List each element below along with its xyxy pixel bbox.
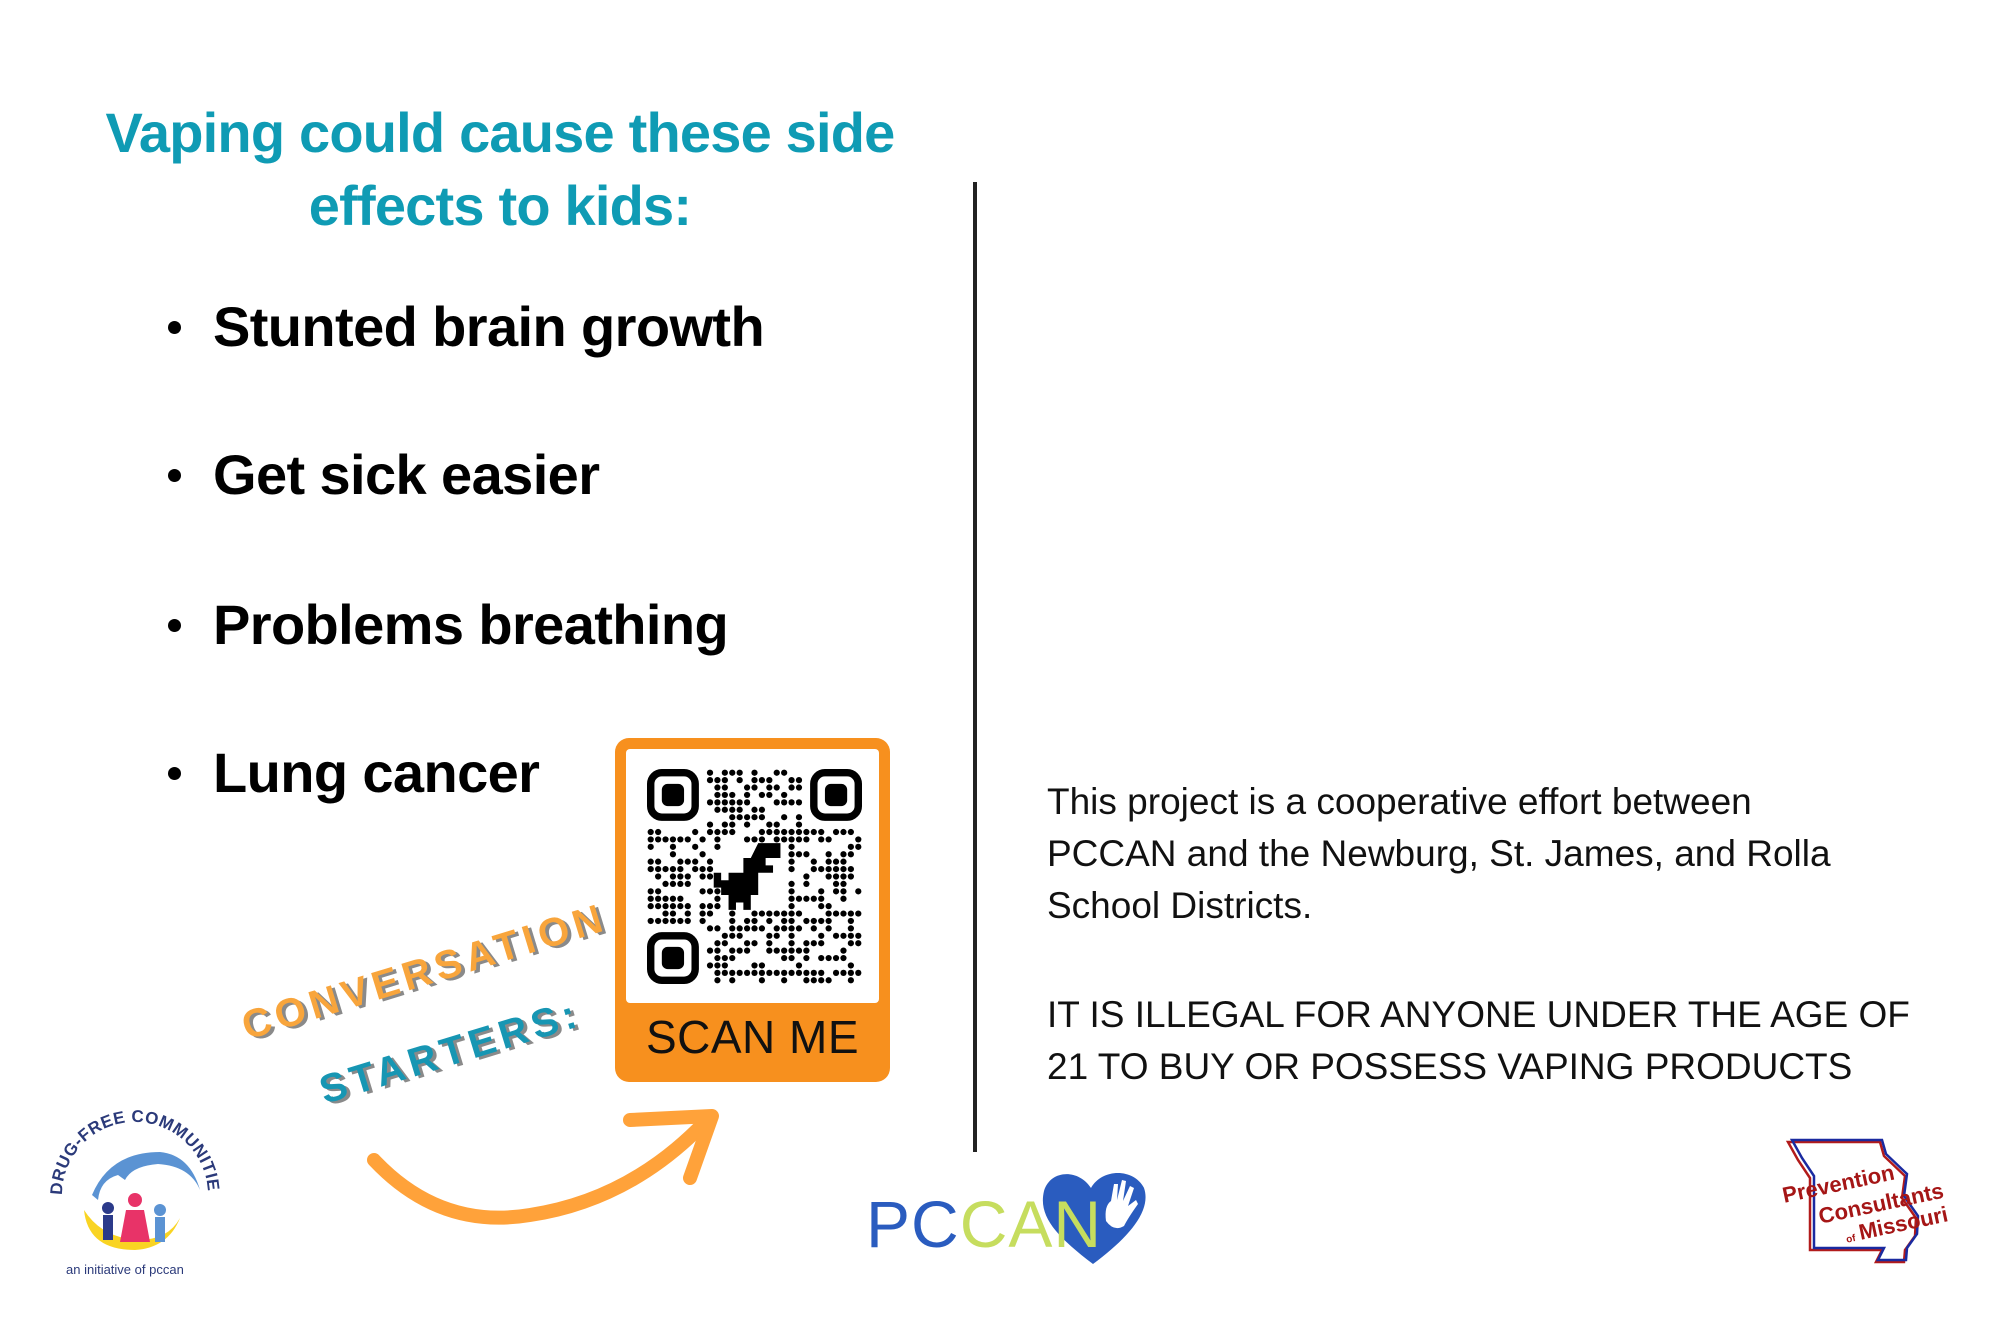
bullet-icon (168, 766, 181, 780)
list-item-text: Problems breathing (213, 593, 729, 656)
title-line-2: effects to kids: (308, 174, 692, 237)
qr-code[interactable] (647, 769, 862, 984)
description-line: This project is a cooperative effort bet… (1047, 781, 1752, 822)
list-item-text: Stunted brain growth (213, 295, 765, 358)
list-item: Get sick easier (168, 442, 600, 507)
pccan-logo: PCCAN (866, 1186, 1102, 1262)
list-item-text: Lung cancer (213, 741, 540, 804)
warning-line: 21 TO BUY OR POSSESS VAPING PRODUCTS (1047, 1046, 1853, 1087)
bullet-icon (168, 320, 181, 334)
vertical-divider (973, 182, 977, 1152)
legal-warning: IT IS ILLEGAL FOR ANYONE UNDER THE AGE O… (1047, 989, 1910, 1093)
qr-code-card[interactable]: SCAN ME (615, 738, 890, 1082)
prevention-consultants-missouri-logo: Prevention Consultants of Missouri (1780, 1138, 1950, 1264)
list-item-text: Get sick easier (213, 443, 600, 506)
project-description: This project is a cooperative effort bet… (1047, 776, 1831, 932)
qr-code-area[interactable] (626, 749, 879, 1003)
list-item: Lung cancer (168, 740, 540, 805)
description-line: School Districts. (1047, 885, 1313, 926)
list-item: Stunted brain growth (168, 294, 765, 359)
description-line: PCCAN and the Newburg, St. James, and Ro… (1047, 833, 1831, 874)
page-title: Vaping could cause these side effects to… (40, 96, 960, 242)
title-line-1: Vaping could cause these side (105, 101, 895, 164)
pccan-logo-part-2: CAN (959, 1187, 1103, 1261)
bullet-icon (168, 618, 181, 632)
heart-handprint-icon (1042, 1173, 1146, 1264)
pcm-line-3-small: of (1845, 1233, 1857, 1246)
warning-line: IT IS ILLEGAL FOR ANYONE UNDER THE AGE O… (1047, 994, 1910, 1035)
scan-me-label: SCAN ME (645, 1011, 860, 1063)
dfc-caption: an initiative of pccan (66, 1262, 184, 1277)
drug-free-communities-logo: DRUG-FREE COMMUNITIES (40, 1100, 223, 1250)
bullet-icon (168, 468, 181, 482)
pccan-logo-part-1: PC (866, 1187, 960, 1261)
list-item: Problems breathing (168, 592, 729, 657)
dinosaur-icon (713, 843, 781, 910)
